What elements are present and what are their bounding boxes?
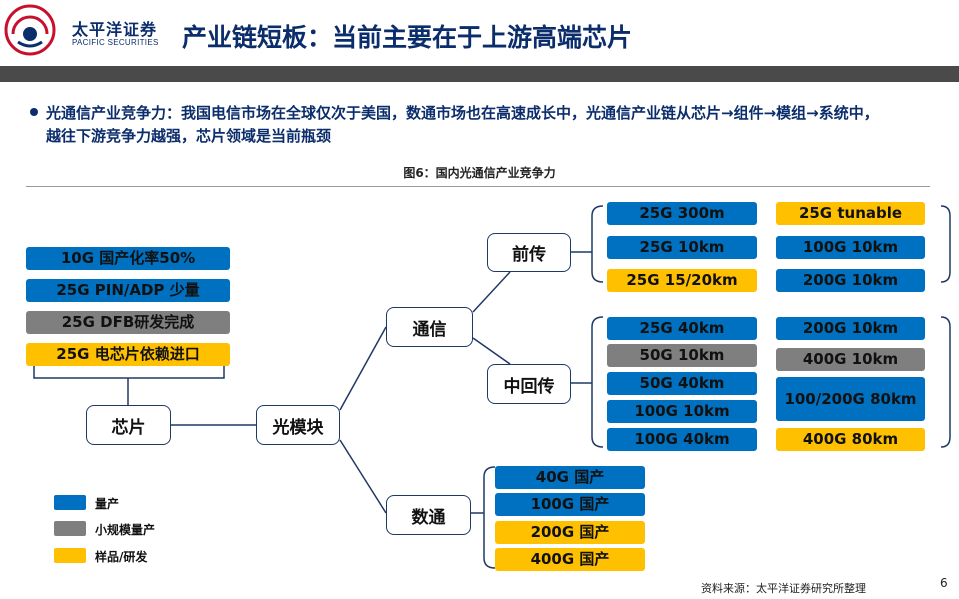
datacom-tag-40g: 40G 国产 (495, 466, 645, 489)
midhaul-tag-100g-10km: 100G 10km (607, 400, 757, 423)
legend-label-small-scale: 小规模量产 (95, 523, 156, 537)
chip-tag-25g-dfb: 25G DFB研发完成 (26, 311, 230, 334)
fronthaul-tag-25g-tunable: 25G tunable (776, 202, 925, 225)
midhaul-tag-400g-10km: 400G 10km (776, 348, 925, 371)
bullet-text: 光通信产业竞争力：我国电信市场在全球仅次于美国，数通市场也在高速成长中，光通信产… (46, 104, 879, 145)
midhaul-tag-400g-80km: 400G 80km (776, 428, 925, 451)
node-datacom: 数通 (386, 495, 471, 535)
datacom-tag-400g: 400G 国产 (495, 548, 645, 571)
fronthaul-tag-25g-15-20km: 25G 15/20km (607, 269, 757, 292)
datacom-tag-200g: 200G 国产 (495, 521, 645, 544)
fronthaul-tag-100g-10km: 100G 10km (776, 236, 925, 259)
source-note: 资料来源：太平洋证券研究所整理 (701, 582, 866, 595)
midhaul-tag-50g-40km: 50G 40km (607, 372, 757, 395)
figure-divider (26, 186, 930, 187)
node-chip: 芯片 (86, 405, 171, 445)
node-midhaul: 中回传 (487, 364, 571, 404)
brand-name-cn: 太平洋证券 (72, 20, 158, 39)
datacom-tag-100g: 100G 国产 (495, 493, 645, 516)
company-logo (4, 4, 56, 56)
midhaul-tag-25g-40km: 25G 40km (607, 317, 757, 340)
title-divider-bar (0, 66, 959, 82)
chip-tag-10g: 10G 国产化率50% (26, 247, 230, 270)
chip-tag-25g-ic: 25G 电芯片依赖进口 (26, 343, 230, 366)
node-telecom: 通信 (386, 307, 473, 347)
bullet-dot-icon (30, 108, 38, 116)
brand-name-en: PACIFIC SECURITIES (72, 38, 159, 47)
midhaul-tag-200g-10km: 200G 10km (776, 317, 925, 340)
midhaul-tag-100-200g-80km: 100/200G 80km (776, 377, 925, 421)
legend-label-mass-production: 量产 (95, 497, 120, 511)
legend-swatch-sample-rd (54, 548, 86, 563)
chip-tag-25g-pin: 25G PIN/ADP 少量 (26, 279, 230, 302)
figure-caption: 图6：国内光通信产业竞争力 (403, 166, 556, 180)
midhaul-tag-100g-40km: 100G 40km (607, 428, 757, 451)
node-fronthaul: 前传 (487, 233, 571, 272)
page-number: 6 (940, 576, 948, 590)
fronthaul-tag-25g-10km: 25G 10km (607, 236, 757, 259)
fronthaul-tag-200g-10km: 200G 10km (776, 269, 925, 292)
midhaul-tag-50g-10km: 50G 10km (607, 344, 757, 367)
legend-swatch-mass-production (54, 495, 86, 510)
fronthaul-tag-25g-300m: 25G 300m (607, 202, 757, 225)
node-optical-module: 光模块 (256, 405, 340, 445)
legend-swatch-small-scale (54, 521, 86, 536)
page-title: 产业链短板：当前主要在于上游高端芯片 (182, 23, 633, 52)
legend-label-sample-rd: 样品/研发 (95, 550, 148, 564)
